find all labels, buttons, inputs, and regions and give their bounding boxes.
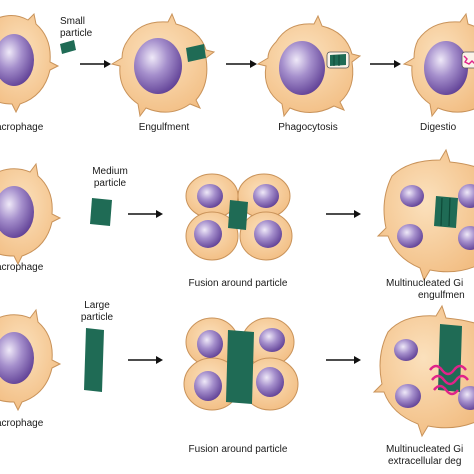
fusion-label: Fusion around particle	[188, 444, 288, 455]
nucleus	[0, 186, 34, 238]
giant-cell-label: Multinucleated Gi	[386, 278, 464, 289]
digestion-cell	[402, 12, 474, 118]
giant-cell-label: Multinucleated Gi	[386, 444, 464, 455]
large-particle-label: Large particle	[80, 300, 114, 323]
row-1-small-particle	[0, 12, 474, 118]
nucleus	[0, 332, 34, 384]
macrophage-label: acrophage	[0, 418, 44, 429]
particle	[434, 196, 458, 228]
macrophage-label: acrophage	[0, 122, 44, 133]
arrow	[326, 356, 361, 364]
nucleus	[458, 226, 474, 250]
phagolysosome	[461, 51, 474, 69]
nucleus	[458, 184, 474, 208]
nucleus	[424, 41, 468, 95]
nucleus	[254, 220, 282, 248]
particle	[438, 324, 462, 392]
nucleus	[134, 38, 182, 94]
particle	[228, 200, 248, 230]
degradation-mark	[429, 364, 469, 396]
nucleus	[194, 220, 222, 248]
fused-cells	[183, 317, 299, 411]
macrophage-cell	[0, 308, 62, 412]
nucleus	[253, 184, 279, 208]
giant-cell	[372, 304, 474, 438]
nucleus	[397, 224, 423, 248]
arrow	[226, 60, 257, 68]
particle	[186, 44, 206, 62]
extracellular-degradation-label: extracellular deg	[388, 456, 462, 467]
nucleus	[279, 41, 325, 95]
nucleus	[197, 184, 223, 208]
giant-cell	[376, 148, 474, 282]
fused-cells	[185, 173, 293, 261]
macrophage-cell	[0, 162, 62, 266]
nucleus	[194, 371, 222, 401]
fusion-label: Fusion around particle	[188, 278, 288, 289]
phagocytosis-label: Phagocytosis	[278, 122, 338, 133]
nucleus	[394, 339, 418, 361]
large-particle	[84, 328, 104, 392]
arrow	[80, 60, 111, 68]
arrow	[128, 356, 163, 364]
macrophage-label: acrophage	[0, 262, 44, 273]
medium-particle	[90, 198, 112, 226]
degradation-mark	[463, 55, 474, 65]
particle	[330, 54, 346, 66]
medium-particle-label: Medium particle	[92, 166, 128, 189]
nucleus	[400, 185, 424, 207]
engulfment-cell	[110, 12, 216, 118]
row-2-medium-particle	[0, 148, 474, 282]
nucleus	[458, 386, 474, 410]
engulfment-label: engulfmen	[418, 290, 465, 301]
arrow	[128, 210, 163, 218]
nucleus	[0, 34, 34, 86]
arrow	[370, 60, 401, 68]
nucleus	[395, 384, 421, 408]
nucleus	[259, 328, 285, 352]
engulfment-label: Engulfment	[138, 122, 190, 133]
digestion-label: Digestio	[420, 122, 457, 133]
arrow	[326, 210, 361, 218]
small-particle-label: Small particle	[60, 16, 93, 39]
macrophage-cell	[0, 12, 60, 114]
small-particle	[60, 40, 76, 54]
row-3-large-particle	[0, 304, 474, 438]
particle	[226, 330, 254, 404]
nucleus	[256, 367, 284, 397]
phagocytosis-cell	[256, 14, 362, 118]
nucleus	[197, 330, 223, 358]
